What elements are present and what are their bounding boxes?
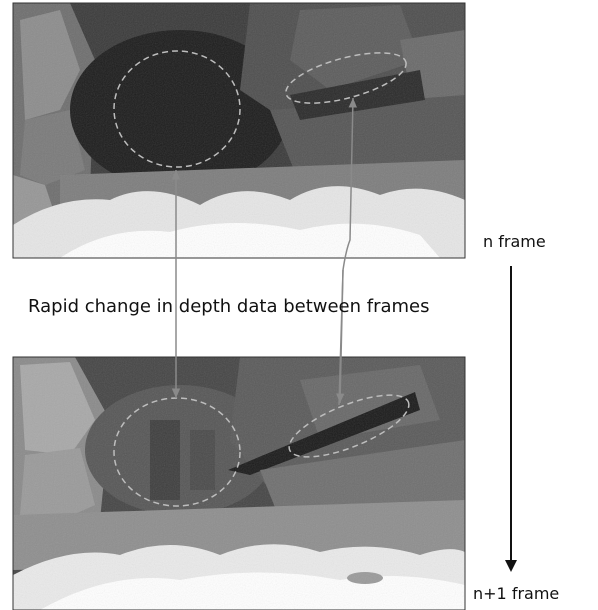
frame-n-border xyxy=(12,2,466,259)
depth-image-frame-n-plus-1 xyxy=(13,357,465,610)
depth-image-frame-n xyxy=(13,3,465,258)
frame-label-n: n frame xyxy=(483,232,546,251)
figure-caption: Rapid change in depth data between frame… xyxy=(28,296,430,317)
highlight-ellipse-n1-right xyxy=(288,394,410,458)
frame-label-n-plus-1: n+1 frame xyxy=(473,584,560,603)
frame-n-plus-1-border xyxy=(12,356,466,610)
highlight-ellipse-n-right xyxy=(285,52,407,104)
highlight-ellipse-n-center xyxy=(113,50,241,168)
highlight-ellipse-n1-center xyxy=(113,397,241,507)
connector-right xyxy=(336,97,357,406)
